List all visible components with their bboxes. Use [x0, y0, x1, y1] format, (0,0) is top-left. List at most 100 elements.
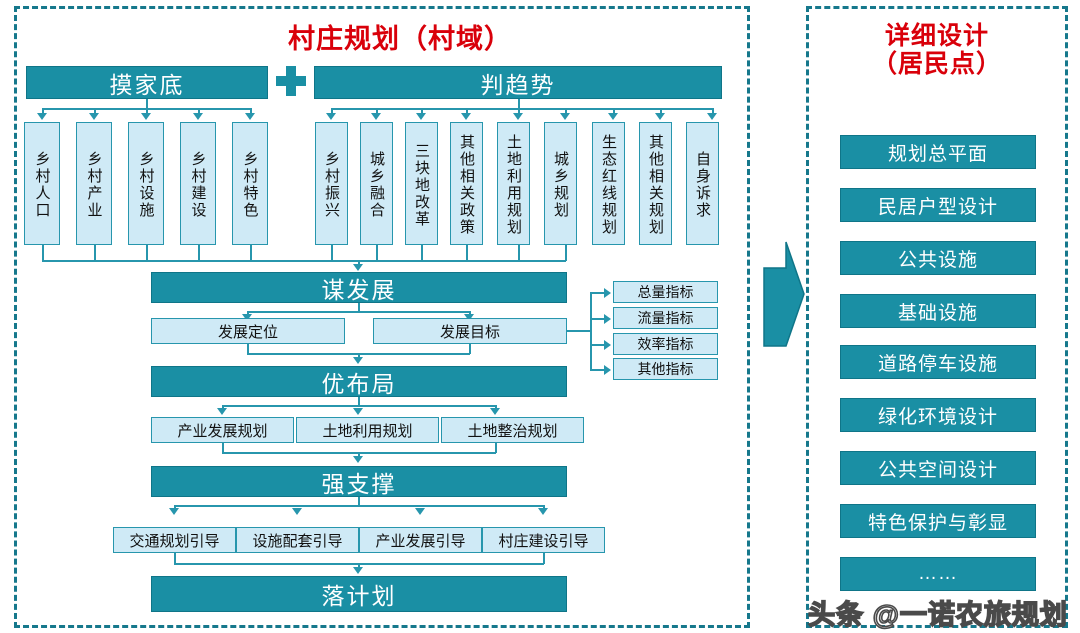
- connector: [590, 344, 606, 346]
- connector: [421, 245, 423, 261]
- arrow-icon: [655, 113, 665, 120]
- connector: [660, 108, 662, 115]
- list-item[interactable]: 乡村特色: [232, 122, 268, 245]
- arrow-icon: [604, 288, 611, 298]
- connector: [469, 344, 471, 354]
- connector: [358, 452, 360, 458]
- list-item[interactable]: 土地利用规划: [497, 122, 530, 245]
- list-item[interactable]: 产业发展引导: [359, 527, 482, 553]
- arrow-icon: [513, 113, 523, 120]
- connector: [466, 245, 468, 261]
- list-item[interactable]: 绿化环境设计: [840, 398, 1036, 432]
- connector: [358, 260, 360, 266]
- arrow-icon: [604, 314, 611, 324]
- list-item[interactable]: 乡村设施: [128, 122, 164, 245]
- right-panel-title: 详细设计 （居民点）: [871, 22, 1002, 78]
- connector: [543, 553, 545, 564]
- indicator-item[interactable]: 其他指标: [613, 358, 718, 380]
- connector: [376, 108, 378, 115]
- list-item[interactable]: 道路停车设施: [840, 345, 1036, 379]
- list-item[interactable]: 自身诉求: [686, 122, 719, 245]
- arrow-icon: [538, 508, 548, 515]
- list-item[interactable]: 公共空间设计: [840, 451, 1036, 485]
- list-item[interactable]: 生态红线规划: [592, 122, 625, 245]
- connector: [94, 245, 96, 261]
- arrow-icon: [415, 508, 425, 515]
- connector: [250, 245, 252, 261]
- list-item[interactable]: 设施配套引导: [236, 527, 359, 553]
- list-item[interactable]: 特色保护与彰显: [840, 504, 1036, 538]
- list-item[interactable]: 土地利用规划: [296, 417, 439, 443]
- group-header-mojiadi[interactable]: 摸家底: [26, 66, 268, 99]
- connector: [613, 108, 615, 115]
- list-item[interactable]: 交通规划引导: [113, 527, 236, 553]
- list-item[interactable]: 城乡融合: [360, 122, 393, 245]
- connector: [247, 311, 470, 313]
- arrow-icon: [416, 113, 426, 120]
- stage-header-qiangzhicheng[interactable]: 强支撑: [151, 466, 567, 497]
- list-item[interactable]: 三块地改革: [405, 122, 438, 245]
- list-item[interactable]: 产业发展规划: [151, 417, 294, 443]
- list-item[interactable]: ……: [840, 557, 1036, 591]
- arrow-icon: [461, 113, 471, 120]
- connector: [358, 303, 360, 312]
- list-item[interactable]: 规划总平面: [840, 135, 1036, 169]
- connector: [146, 99, 148, 109]
- indicator-item[interactable]: 流量指标: [613, 307, 718, 329]
- group-header-panqushi[interactable]: 判趋势: [314, 66, 722, 99]
- arrow-icon: [353, 357, 363, 364]
- arrow-icon: [604, 340, 611, 350]
- connector: [94, 108, 96, 115]
- arrow-icon: [169, 508, 179, 515]
- connector: [174, 553, 176, 564]
- stage-header-luojihua[interactable]: 落计划: [151, 576, 567, 612]
- list-item[interactable]: 城乡规划: [544, 122, 577, 245]
- indicator-item[interactable]: 总量指标: [613, 281, 718, 303]
- arrow-icon: [371, 113, 381, 120]
- arrow-icon: [326, 113, 336, 120]
- connector: [518, 99, 520, 109]
- list-item[interactable]: 发展目标: [373, 318, 567, 344]
- list-item[interactable]: 村庄建设引导: [482, 527, 605, 553]
- connector: [174, 505, 176, 510]
- transition-arrow-icon: [760, 240, 806, 348]
- connector: [590, 369, 606, 371]
- arrow-icon: [464, 314, 474, 321]
- list-item[interactable]: 土地整治规划: [441, 417, 584, 443]
- connector: [590, 292, 592, 370]
- list-item[interactable]: 乡村建设: [180, 122, 216, 245]
- connector: [518, 245, 520, 261]
- arrow-icon: [707, 113, 717, 120]
- list-item[interactable]: 其他相关政策: [450, 122, 483, 245]
- connector: [421, 108, 423, 115]
- arrow-icon: [604, 365, 611, 375]
- stage-header-youbuju[interactable]: 优布局: [151, 366, 567, 397]
- arrow-icon: [141, 113, 151, 120]
- list-item[interactable]: 基础设施: [840, 294, 1036, 328]
- connector: [466, 108, 468, 115]
- connector: [469, 311, 471, 316]
- connector: [565, 108, 567, 115]
- arrow-icon: [37, 113, 47, 120]
- arrow-icon: [353, 456, 363, 463]
- list-item[interactable]: 乡村振兴: [315, 122, 348, 245]
- list-item[interactable]: 民居户型设计: [840, 188, 1036, 222]
- list-item[interactable]: 发展定位: [151, 318, 345, 344]
- indicator-item[interactable]: 效率指标: [613, 333, 718, 355]
- watermark: 头条 @一诺农旅规划: [807, 599, 1068, 631]
- list-item[interactable]: 乡村人口: [24, 122, 60, 245]
- arrow-icon: [353, 264, 363, 271]
- list-item[interactable]: 乡村产业: [76, 122, 112, 245]
- list-item[interactable]: 公共设施: [840, 241, 1036, 275]
- arrow-icon: [353, 567, 363, 574]
- connector: [358, 563, 360, 569]
- connector: [495, 405, 497, 410]
- page-title: 村庄规划（村域）: [288, 24, 512, 54]
- connector: [712, 108, 714, 115]
- connector: [518, 108, 520, 115]
- list-item[interactable]: 其他相关规划: [639, 122, 672, 245]
- arrow-icon: [353, 408, 363, 415]
- stage-header-moufazhan[interactable]: 谋发展: [151, 272, 567, 303]
- plus-icon: [276, 66, 306, 96]
- connector: [331, 108, 713, 110]
